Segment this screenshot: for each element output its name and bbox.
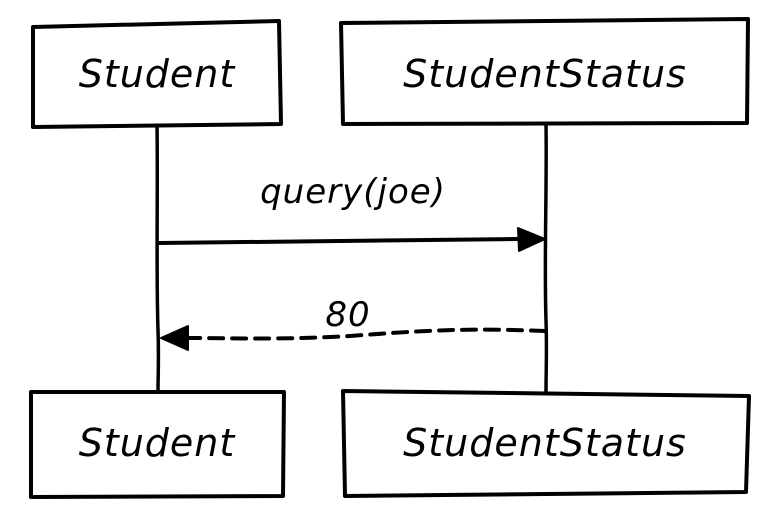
lifeline-studentstatus <box>543 122 549 394</box>
participant-label: StudentStatus <box>403 52 687 96</box>
participant-box-studentstatus-bottom: StudentStatus <box>341 389 751 498</box>
message-label: 80 <box>325 295 370 335</box>
participant-box-studentstatus-top: StudentStatus <box>339 17 750 126</box>
participant-label: Student <box>79 421 237 465</box>
participant-label: Student <box>79 52 237 96</box>
message-arrow-dashed <box>186 327 547 341</box>
arrowhead-left-icon <box>160 325 189 351</box>
lifeline-student <box>155 122 161 394</box>
message-label: query(joe) <box>260 172 446 212</box>
message-arrow-solid <box>157 237 520 245</box>
participant-box-student-bottom: Student <box>29 390 286 499</box>
arrowhead-right-icon <box>517 227 546 252</box>
participant-box-student-top: Student <box>31 19 283 129</box>
participant-label: StudentStatus <box>403 421 687 465</box>
